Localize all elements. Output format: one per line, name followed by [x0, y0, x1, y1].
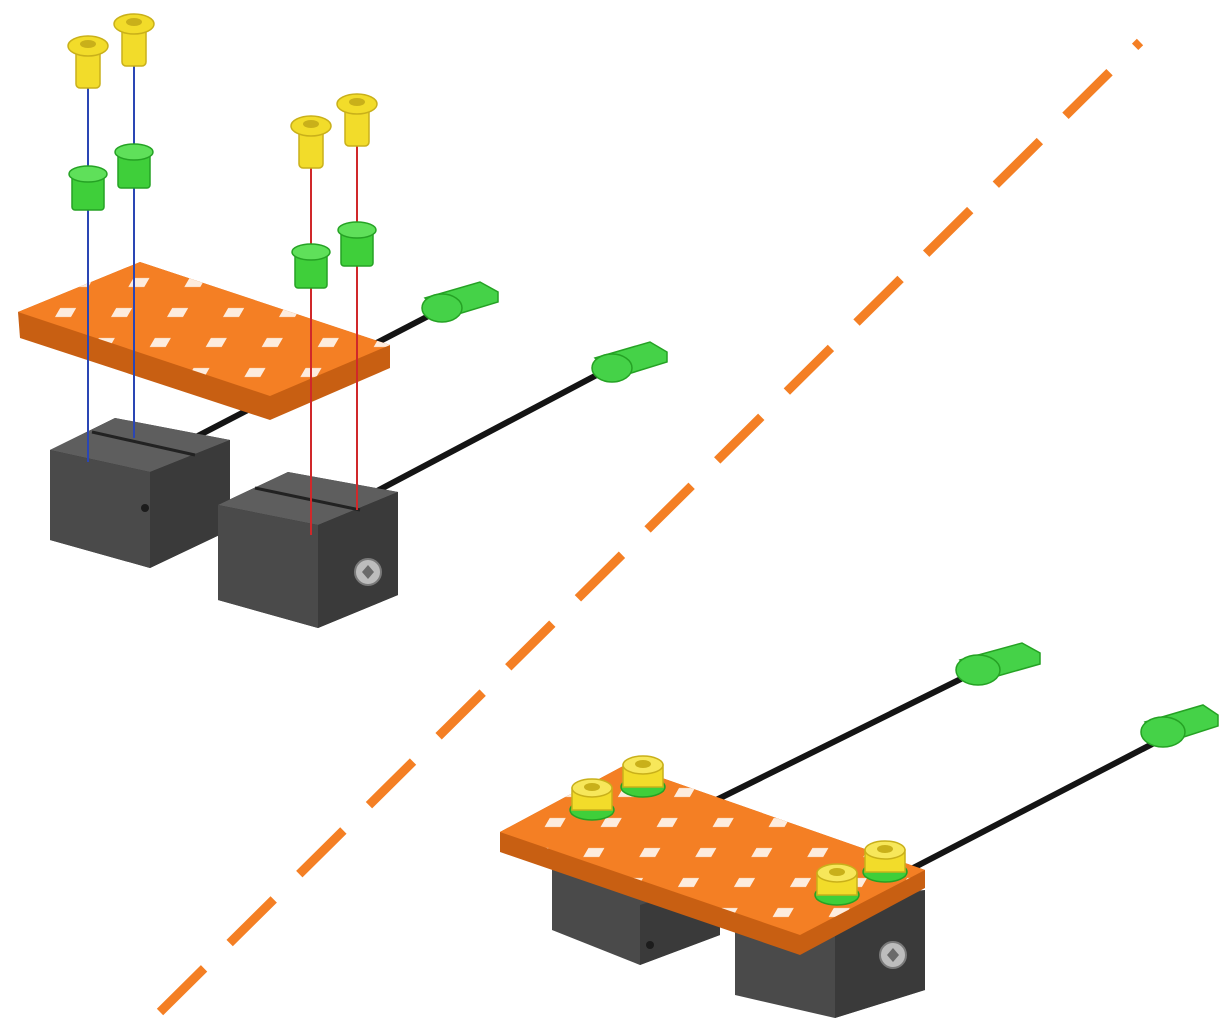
connector-tab-upper — [421, 281, 499, 323]
bushing — [114, 143, 154, 189]
connector-tab-lower — [1140, 704, 1219, 748]
orange-plate-exploded — [18, 262, 390, 420]
bushing — [337, 221, 377, 267]
installed-bolt — [814, 863, 860, 906]
connector-tab-upper — [955, 642, 1041, 686]
bolt — [336, 93, 378, 147]
step-divider — [156, 38, 1144, 1016]
bolt — [290, 115, 332, 169]
installed-bolt — [620, 755, 666, 798]
bearing-block-left — [50, 418, 230, 568]
installed-bolt — [862, 840, 908, 883]
assembled-view — [500, 642, 1219, 1018]
exploded-view — [18, 13, 668, 628]
bushing — [291, 243, 331, 289]
wire-lower — [358, 365, 612, 503]
bushing — [68, 165, 108, 211]
wire-lower — [888, 737, 1162, 883]
bolt — [113, 13, 155, 67]
installed-bolt — [569, 778, 615, 821]
motor-block-right — [218, 472, 398, 628]
bolt — [67, 35, 109, 89]
wire-upper — [698, 669, 977, 811]
connector-tab-lower — [591, 341, 668, 383]
